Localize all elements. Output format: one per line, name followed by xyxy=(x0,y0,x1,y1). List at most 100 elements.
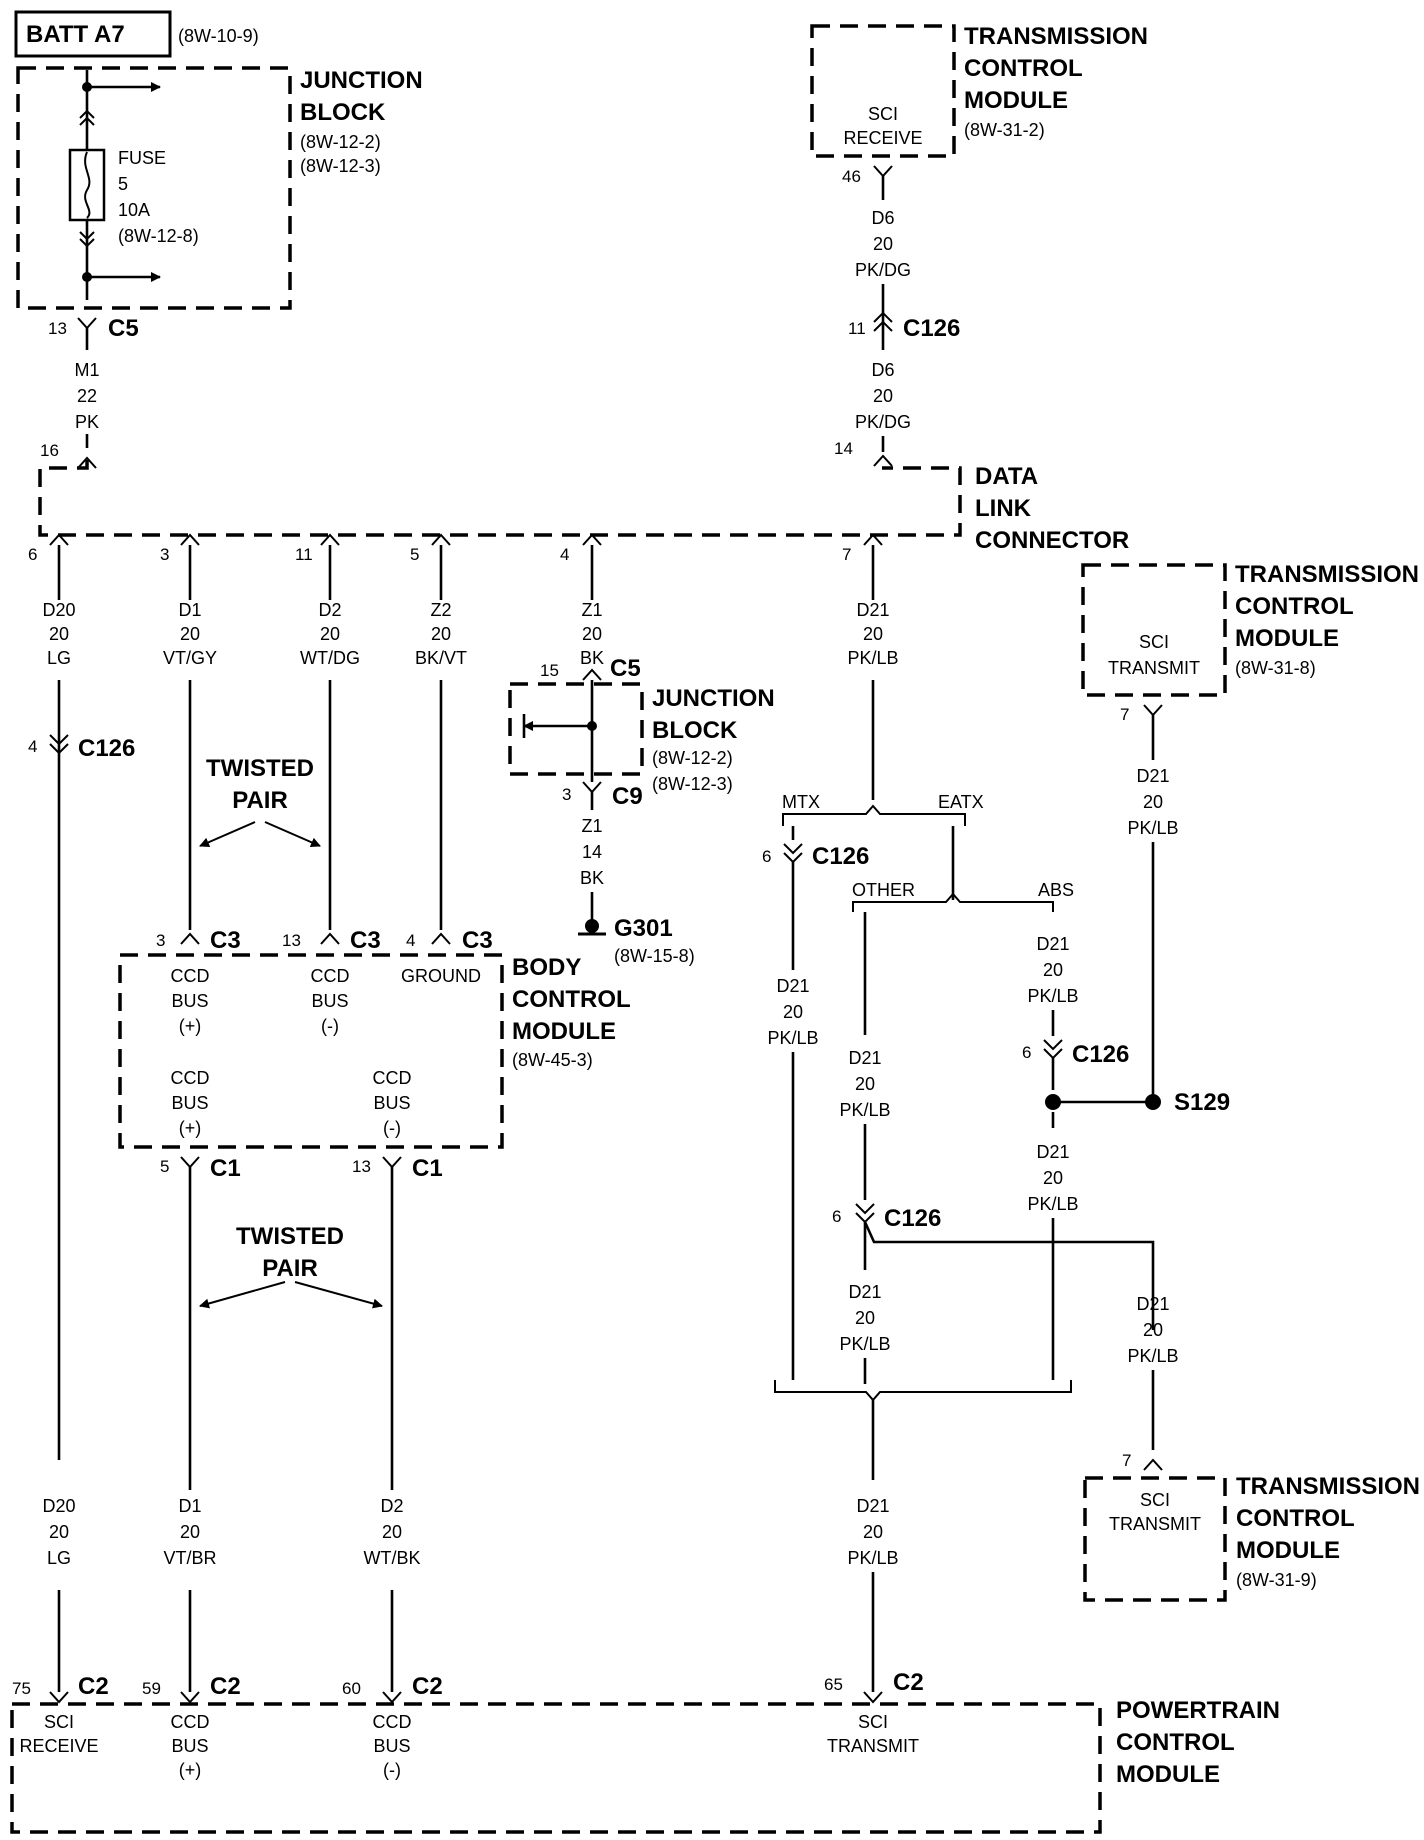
arrow-icon xyxy=(199,821,256,847)
bcm-box xyxy=(118,953,504,1149)
tcm-mid-title-2: CONTROL xyxy=(1235,593,1354,620)
z1b-wire-1: Z1 xyxy=(581,816,602,836)
c126-left-label: C126 xyxy=(78,735,135,762)
jb-mid-title-2: BLOCK xyxy=(652,717,738,744)
d21-pcm-wire-1: D21 xyxy=(856,1496,889,1516)
tcm-mid-sci: SCI xyxy=(1139,632,1169,652)
tcm-top-pin: 46 xyxy=(842,167,861,186)
jb-top-ref-1: (8W-12-2) xyxy=(300,132,381,152)
pcm-pin-60: 60 xyxy=(342,1679,361,1698)
bcm-ccd-minus-top-1: CCD xyxy=(311,966,350,986)
d1-wire-2: 20 xyxy=(180,624,200,644)
d21a-wire-1: D21 xyxy=(856,600,889,620)
ground-label: G301 xyxy=(614,915,673,942)
bcm-c3c-label: C3 xyxy=(462,927,493,954)
combine-brace xyxy=(774,1380,1072,1402)
pcm-sci-transmit-2: TRANSMIT xyxy=(827,1736,919,1756)
c126-mtx-label: C126 xyxy=(812,843,869,870)
d21-tcm-wire-1: D21 xyxy=(1136,766,1169,786)
d21-other-wire-3: PK/LB xyxy=(839,1100,890,1120)
c126-other-pin: 6 xyxy=(832,1207,841,1226)
pcm-ccd-minus-3: (-) xyxy=(383,1760,401,1780)
bcm-title-2: CONTROL xyxy=(512,986,631,1013)
tcm-bot-box xyxy=(1083,1476,1227,1602)
bcm-ccd-plus-top-1: CCD xyxy=(171,966,210,986)
d20-wire-1: D20 xyxy=(42,600,75,620)
twisted-pair-top-1: TWISTED xyxy=(206,755,314,782)
fuse-icon xyxy=(68,148,106,222)
bcm-c3a-pin: 3 xyxy=(156,931,165,950)
bcm-ccd-plus-top-3: (+) xyxy=(179,1016,202,1036)
dlc-box xyxy=(38,460,962,537)
d20b-wire-1: D20 xyxy=(42,1496,75,1516)
pcm-c2-c: C2 xyxy=(412,1673,443,1700)
dlc-pin-4: 4 xyxy=(560,545,569,564)
z2-wire-3: BK/VT xyxy=(415,648,467,668)
fuse-label-4: (8W-12-8) xyxy=(118,226,199,246)
bcm-c3b-label: C3 xyxy=(350,927,381,954)
jb-mid-box xyxy=(508,682,644,776)
jb-top-title-1: JUNCTION xyxy=(300,67,423,94)
jb-mid-ref-1: (8W-12-2) xyxy=(652,748,733,768)
m1-wire-1: M1 xyxy=(74,360,99,380)
d6a-wire-1: D6 xyxy=(871,208,894,228)
pcm-title-1: POWERTRAIN xyxy=(1116,1697,1280,1724)
junction-block-top-box xyxy=(16,66,292,310)
d21a-wire-3: PK/LB xyxy=(847,648,898,668)
dlc-title-2: LINK xyxy=(975,495,1032,522)
pcm-ccd-plus-1: CCD xyxy=(171,1712,210,1732)
twisted-pair-bot-1: TWISTED xyxy=(236,1223,344,1250)
pcm-title-3: MODULE xyxy=(1116,1761,1220,1788)
bcm-ccd-plus-bot-1: CCD xyxy=(171,1068,210,1088)
d2-wire-2: 20 xyxy=(320,624,340,644)
m1-wire-3: PK xyxy=(75,412,99,432)
tcm-top-box xyxy=(810,24,956,158)
z2-wire-2: 20 xyxy=(431,624,451,644)
bcm-ccd-minus-bot-3: (-) xyxy=(383,1118,401,1138)
dlc-pin-11: 11 xyxy=(295,545,313,564)
c126-left-pin: 4 xyxy=(28,737,37,756)
z1b-wire-2: 14 xyxy=(582,842,602,862)
tcm-mid-title-3: MODULE xyxy=(1235,625,1339,652)
d20-wire-2: 20 xyxy=(49,624,69,644)
batt-ref: (8W-10-9) xyxy=(178,26,259,46)
d21-other2-wire-3: PK/LB xyxy=(839,1334,890,1354)
d21-mtx-wire-1: D21 xyxy=(776,976,809,996)
jb-mid-ref-2: (8W-12-3) xyxy=(652,774,733,794)
bcm-c3a-label: C3 xyxy=(210,927,241,954)
tcm-mid-title-1: TRANSMISSION xyxy=(1235,561,1419,588)
c5-pin: 13 xyxy=(48,319,67,338)
d1b-wire-1: D1 xyxy=(178,1496,201,1516)
bcm-ccd-minus-bot-1: CCD xyxy=(373,1068,412,1088)
d2b-wire-3: WT/BK xyxy=(364,1548,421,1568)
d6b-wire-2: 20 xyxy=(873,386,893,406)
tcm-bot-sci: SCI xyxy=(1140,1490,1170,1510)
tcm-top-receive: RECEIVE xyxy=(843,128,922,148)
bcm-ccd-plus-bot-2: BUS xyxy=(171,1093,208,1113)
dlc-pin-6: 6 xyxy=(28,545,37,564)
z1-wire-1: Z1 xyxy=(581,600,602,620)
pcm-c2-d: C2 xyxy=(893,1669,924,1696)
d1-wire-3: VT/GY xyxy=(163,648,217,668)
twisted-pair-bot-2: PAIR xyxy=(262,1255,318,1282)
z1-wire-2: 20 xyxy=(582,624,602,644)
d21-other2-wire-2: 20 xyxy=(855,1308,875,1328)
d6a-wire-3: PK/DG xyxy=(855,260,911,280)
c126-top-pin: 11 xyxy=(848,319,866,338)
pcm-c2-a: C2 xyxy=(78,1673,109,1700)
arrow-icon xyxy=(294,1281,383,1309)
d20b-wire-3: LG xyxy=(47,1548,71,1568)
z1-wire-3: BK xyxy=(580,648,604,668)
tcm-mid-pin: 7 xyxy=(1120,705,1129,724)
d21-tcm-wire-3: PK/LB xyxy=(1127,818,1178,838)
c126-abs-pin: 6 xyxy=(1022,1043,1031,1062)
other-abs-brace xyxy=(852,892,1054,912)
twisted-pair-top-2: PAIR xyxy=(232,787,288,814)
d1-wire-1: D1 xyxy=(178,600,201,620)
pcm-title-2: CONTROL xyxy=(1116,1729,1235,1756)
d21-tcm-wire-2: 20 xyxy=(1143,792,1163,812)
arrow-icon xyxy=(199,1281,286,1309)
bcm-ccd-minus-top-3: (-) xyxy=(321,1016,339,1036)
